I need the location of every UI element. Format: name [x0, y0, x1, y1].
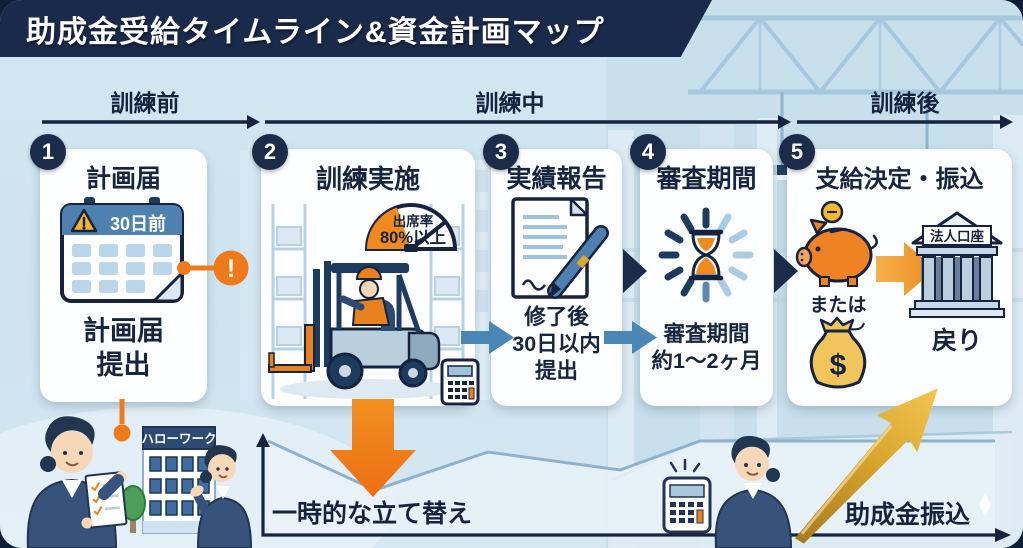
- phase-after-training: 訓練後: [870, 90, 940, 116]
- spinner-dashes: [658, 207, 754, 303]
- hello-work-building: ハローワーク: [141, 426, 217, 534]
- person-consultant-left: [26, 416, 128, 548]
- roof-truss: [688, 14, 1023, 96]
- step-card-payout: 支給決定・振込 または: [787, 149, 1012, 406]
- connector-dot: [177, 261, 191, 275]
- step3-title: 実績報告: [506, 165, 607, 193]
- subsidy-transfer-label: 助成金振込: [845, 501, 971, 529]
- or-label: または: [809, 294, 866, 316]
- building-windows: [149, 456, 210, 516]
- step-card-training: 訓練実施: [261, 149, 475, 406]
- phase-during-training: 訓練中: [475, 90, 545, 116]
- step-badge-5: 5: [779, 134, 815, 170]
- helmet-icon: [355, 266, 383, 280]
- page-title: 助成金受給タイムライン&資金計画マップ: [26, 15, 605, 49]
- step1-title: 計画届: [85, 165, 161, 193]
- forklift-training-icon: 出席率 80%以上: [268, 203, 465, 399]
- attendance-gauge-icon: 出席率 80%以上: [364, 203, 458, 252]
- person-accountant-right: [714, 435, 793, 548]
- step5-title: 支給決定・振込: [815, 166, 984, 193]
- piggy-bank-icon: [795, 200, 878, 287]
- gauge-label-top: 出席率: [393, 213, 434, 229]
- step4-title: 審査期間: [656, 165, 757, 193]
- advance-payment-label: 一時的な立て替え: [272, 500, 473, 528]
- step1-caption: 計画届 提出: [83, 316, 164, 380]
- money-bag-icon: $: [809, 316, 867, 389]
- building-sign: [142, 426, 216, 450]
- step4-caption: 審査期間 約1〜2ヶ月: [651, 322, 762, 373]
- gauge-label-bottom: 80%以上: [380, 228, 446, 247]
- step-card-review: 審査期間: [640, 149, 773, 406]
- calculator-icon: [662, 458, 712, 534]
- building-sign-label: ハローワーク: [141, 432, 216, 446]
- phase-before-training: 訓練前: [110, 90, 180, 116]
- title-banner: 助成金受給タイムライン&資金計画マップ: [0, 0, 712, 57]
- signature-line: [521, 279, 546, 291]
- person-guide-middle: [190, 445, 253, 548]
- calendar-grid: [72, 244, 172, 293]
- tree: [120, 485, 146, 533]
- step3-caption: 修了後 30日以内 提出: [512, 305, 601, 383]
- step-badge-2: 2: [252, 134, 288, 170]
- step2-title: 訓練実施: [315, 164, 420, 194]
- bank-icon: 法人口座: [909, 211, 1005, 318]
- sparkle-icon: [979, 493, 991, 517]
- calendar-deadline-label: 30日前: [110, 213, 166, 234]
- step-badge-1: 1: [30, 134, 66, 170]
- hourglass-icon: [658, 207, 754, 303]
- bank-caption: 戻り: [932, 326, 982, 355]
- bank-account-label: 法人口座: [930, 228, 984, 244]
- shelf-strip: [240, 150, 490, 400]
- payout-icon: または $ 法人口座 戻り: [795, 200, 1005, 389]
- report-pen-icon: [511, 197, 609, 299]
- forklift-icon: [268, 261, 441, 390]
- step-card-plan: 計画届 30日前 計画届 提出: [40, 149, 207, 402]
- step-badge-3: 3: [483, 134, 519, 170]
- step-badge-4: 4: [630, 134, 666, 170]
- pen-icon: [547, 225, 609, 299]
- dollar-symbol: $: [830, 349, 847, 382]
- transfer-arrow-icon: [876, 242, 936, 296]
- calendar-icon: 30日前: [60, 197, 191, 303]
- hourglass-glyph: [688, 229, 724, 281]
- step-card-report: 実績報告 修了後 30日以内 提出: [491, 149, 622, 406]
